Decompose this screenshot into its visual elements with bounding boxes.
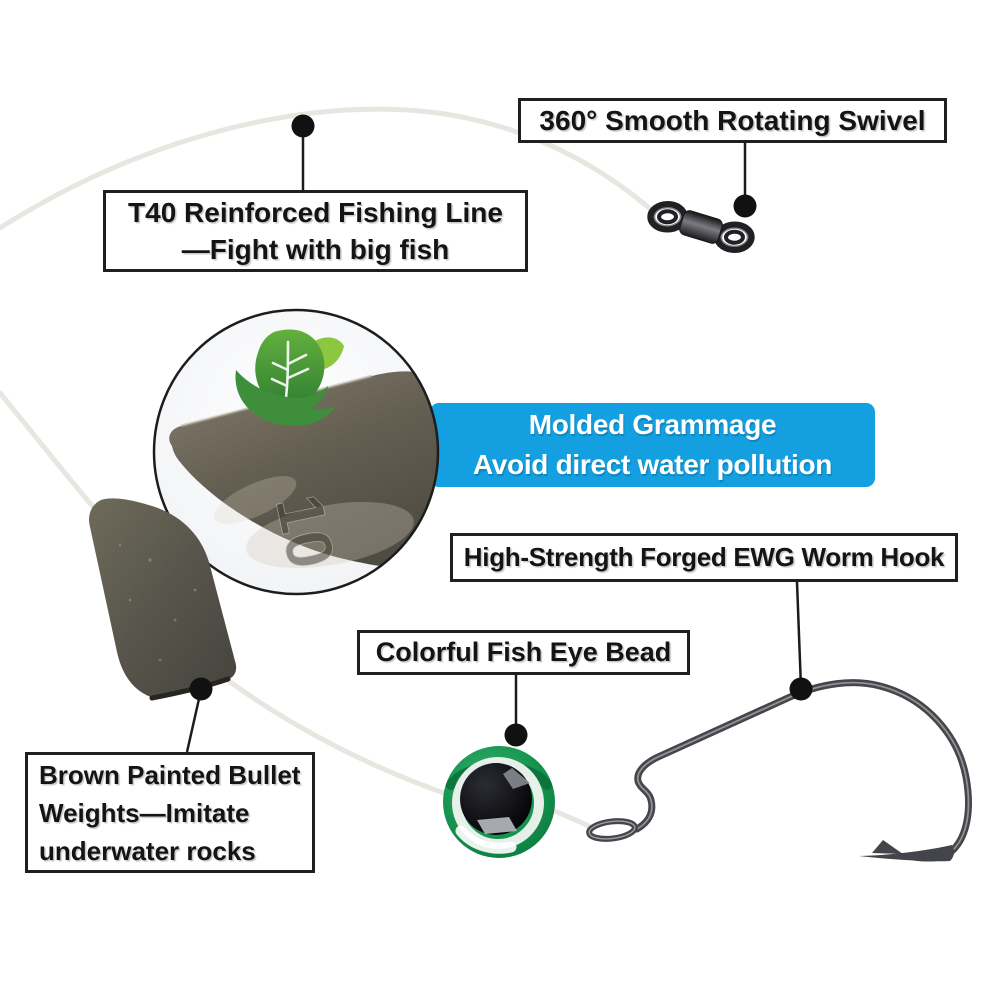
label-fishing-line-line2: —Fight with big fish (181, 234, 450, 265)
fishing-line-left-segment (0, 390, 97, 511)
label-fishing-line: T40 Reinforced Fishing Line —Fight with … (103, 190, 528, 272)
label-bullet-weights-line3: underwater rocks (39, 835, 256, 866)
callout-dot-weights (189, 677, 213, 701)
label-swivel-text: 360° Smooth Rotating Swivel (539, 104, 926, 136)
callout-line-hook (795, 581, 803, 689)
hook-point (859, 845, 955, 862)
fishing-line-top-arc (0, 106, 657, 231)
label-bead: Colorful Fish Eye Bead (357, 630, 690, 675)
callout-dot-bead (504, 723, 528, 747)
fishing-line-bead-to-hook (545, 805, 594, 830)
closeup-weight: 10 (169, 371, 438, 575)
worm-hook (586, 679, 972, 862)
magnifier-circle: 10 (152, 308, 440, 596)
eco-leaf-hand-icon (235, 329, 344, 426)
label-fishing-line-line1: T40 Reinforced Fishing Line (128, 197, 503, 228)
callout-dots (189, 114, 813, 747)
eco-banner: Molded Grammage Avoid direct water pollu… (430, 403, 875, 487)
eco-banner-line1: Molded Grammage (528, 409, 777, 440)
label-swivel: 360° Smooth Rotating Swivel (518, 98, 947, 143)
callout-dot-swivel (733, 194, 757, 218)
callout-line-weights (185, 689, 203, 753)
label-bullet-weights-line2: Weights—Imitate (39, 797, 250, 828)
label-hook: High-Strength Forged EWG Worm Hook (450, 533, 958, 582)
fishing-line-weight-to-bead (219, 673, 455, 799)
label-bullet-weights-line1: Brown Painted Bullet (39, 759, 301, 790)
callout-dot-fishing-line (291, 114, 315, 138)
callout-dot-hook (789, 677, 813, 701)
label-bullet-weights: Brown Painted Bullet Weights—Imitate und… (25, 752, 315, 873)
eco-banner-line2: Avoid direct water pollution (472, 449, 833, 480)
fish-eye-bead (443, 746, 555, 858)
hook-barb (872, 840, 903, 854)
label-bead-text: Colorful Fish Eye Bead (375, 637, 672, 667)
label-hook-text: High-Strength Forged EWG Worm Hook (463, 542, 945, 572)
fishing-line (0, 106, 657, 830)
hook-eye (586, 818, 638, 842)
weight-size-marking: 10 (262, 488, 350, 575)
swivel (647, 201, 755, 253)
